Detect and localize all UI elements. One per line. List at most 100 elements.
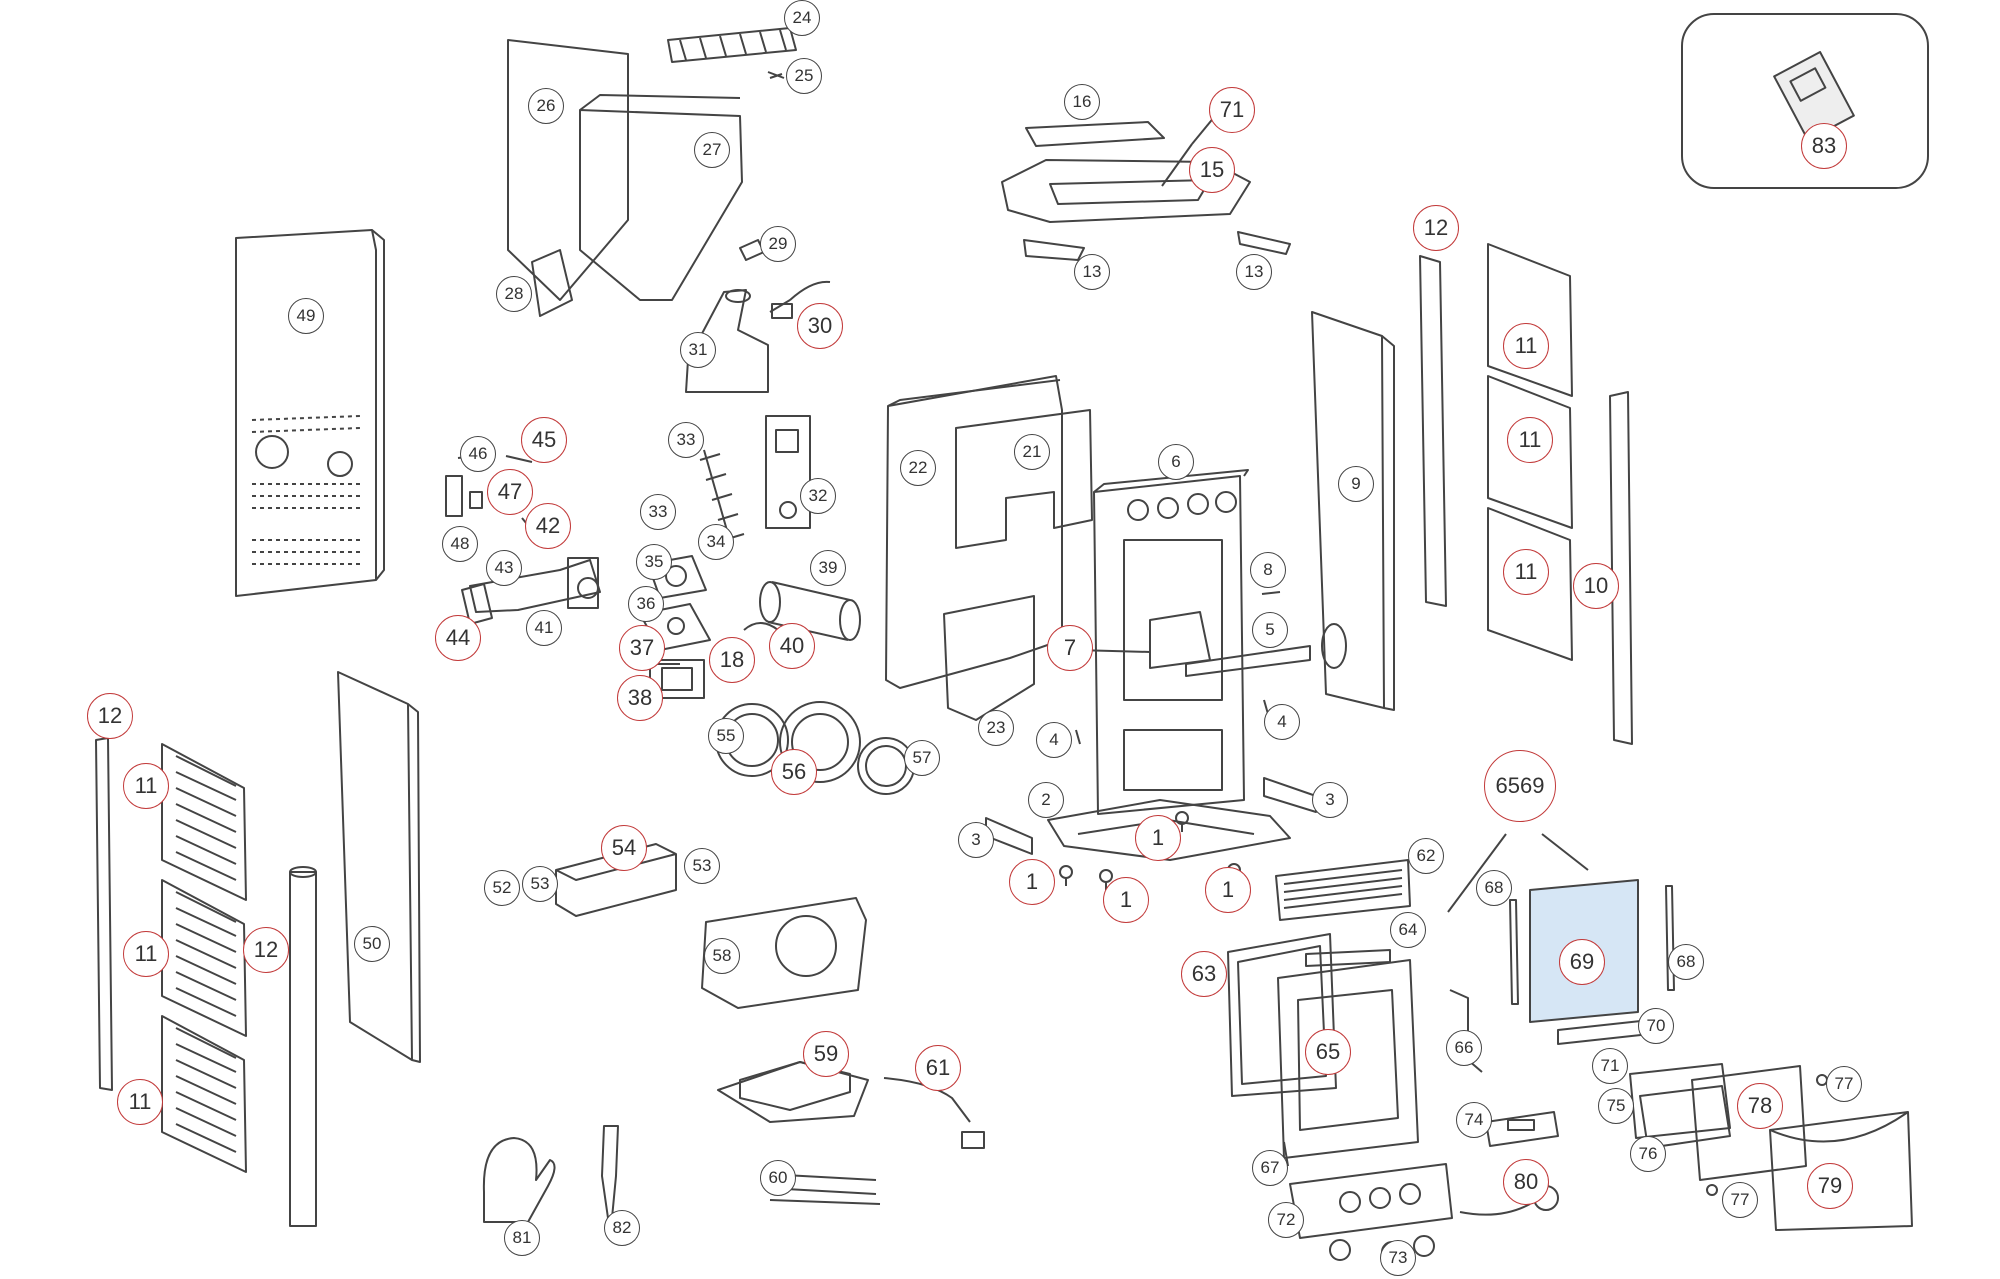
- callout-34: 34: [698, 524, 734, 560]
- part-5: [1185, 645, 1311, 677]
- part-49: [235, 229, 385, 597]
- callout-58: 58: [704, 938, 740, 974]
- callout-12: 12: [1413, 205, 1459, 251]
- callout-73: 73: [1380, 1240, 1416, 1276]
- callout-6: 6: [1158, 444, 1194, 480]
- part-15: [1001, 159, 1251, 223]
- part-12-left-tube: [289, 866, 317, 1227]
- part-12-right: [1419, 255, 1447, 607]
- callout-68: 68: [1476, 870, 1512, 906]
- part-76: [1639, 1085, 1731, 1149]
- part-11-right-c: [1487, 507, 1573, 661]
- callout-29: 29: [760, 226, 796, 262]
- callout-21: 21: [1014, 434, 1050, 470]
- part-68b: [1665, 885, 1675, 991]
- part-63: [1227, 933, 1337, 1097]
- remote-box-frame: [1681, 13, 1929, 189]
- callout-76: 76: [1630, 1136, 1666, 1172]
- callout-62: 62: [1408, 838, 1444, 874]
- part-21: [955, 409, 1093, 549]
- part-11-left-a: [161, 743, 247, 901]
- callout-66: 66: [1446, 1030, 1482, 1066]
- part-40: [743, 622, 779, 631]
- callout-45: 45: [521, 417, 567, 463]
- callout-27: 27: [694, 132, 730, 168]
- callout-13: 13: [1236, 254, 1272, 290]
- callout-61: 61: [915, 1045, 961, 1091]
- callout-67: 67: [1252, 1150, 1288, 1186]
- part-13a: [1023, 239, 1085, 261]
- callout-2: 2: [1028, 782, 1064, 818]
- callout-11: 11: [123, 763, 169, 809]
- part-12-left: [95, 737, 113, 1091]
- part-59: [717, 1061, 869, 1123]
- callout-79: 79: [1807, 1163, 1853, 1209]
- part-26: [507, 39, 629, 301]
- callout-24: 24: [784, 0, 820, 36]
- callout-60: 60: [760, 1160, 796, 1196]
- callout-9: 9: [1338, 466, 1374, 502]
- callout-71: 71: [1592, 1048, 1628, 1084]
- callout-77: 77: [1722, 1182, 1758, 1218]
- part-41: [469, 557, 601, 613]
- callout-8: 8: [1250, 552, 1286, 588]
- callout-44: 44: [435, 615, 481, 661]
- part-28: [531, 249, 573, 317]
- callout-3: 3: [958, 822, 994, 858]
- part-81: [482, 1137, 556, 1223]
- part-13b: [1237, 231, 1291, 255]
- part-9: [1311, 311, 1395, 711]
- part-58: [701, 897, 867, 1009]
- leader-71-b: [1161, 143, 1193, 187]
- callout-41: 41: [526, 610, 562, 646]
- part-23: [943, 595, 1035, 721]
- callout-74: 74: [1456, 1102, 1492, 1138]
- callout-57: 57: [904, 740, 940, 776]
- part-11-left-c: [161, 1015, 247, 1173]
- callout-28: 28: [496, 276, 532, 312]
- callout-1: 1: [1205, 867, 1251, 913]
- callout-11: 11: [1503, 549, 1549, 595]
- callout-22: 22: [900, 450, 936, 486]
- callout-50: 50: [354, 926, 390, 962]
- callout-78: 78: [1737, 1083, 1783, 1129]
- callout-65: 65: [1305, 1029, 1351, 1075]
- part-56: [779, 701, 861, 783]
- callout-77: 77: [1826, 1066, 1862, 1102]
- part-16: [1025, 121, 1165, 147]
- callout-11: 11: [117, 1079, 163, 1125]
- callout-31: 31: [680, 332, 716, 368]
- callout-11: 11: [123, 931, 169, 977]
- callout-48: 48: [442, 526, 478, 562]
- part-11-right-a: [1487, 243, 1573, 397]
- callout-11: 11: [1503, 323, 1549, 369]
- part-35: [647, 555, 707, 599]
- callout-11: 11: [1507, 417, 1553, 463]
- callout-1: 1: [1009, 859, 1055, 905]
- callout-59: 59: [803, 1031, 849, 1077]
- part-11-left-b: [161, 879, 247, 1037]
- part-25: [767, 71, 785, 79]
- part-62: [1275, 859, 1411, 921]
- callout-75: 75: [1598, 1088, 1634, 1124]
- callout-30: 30: [797, 303, 843, 349]
- callout-36: 36: [628, 586, 664, 622]
- callout-42: 42: [525, 503, 571, 549]
- part-68a: [1509, 899, 1519, 1005]
- callout-13: 13: [1074, 254, 1110, 290]
- part-67: [1283, 1141, 1289, 1167]
- part-77b: [1706, 1184, 1718, 1196]
- callout-70: 70: [1638, 1008, 1674, 1044]
- part-72: [1289, 1163, 1453, 1239]
- callout-33: 33: [640, 494, 676, 530]
- callout-55: 55: [708, 718, 744, 754]
- callout-71: 71: [1209, 87, 1255, 133]
- leader-6569-left: [1447, 833, 1507, 913]
- part-82: [601, 1125, 619, 1219]
- callout-23: 23: [978, 710, 1014, 746]
- callout-12: 12: [243, 927, 289, 973]
- part-3a: [1263, 777, 1317, 813]
- callout-4: 4: [1036, 722, 1072, 758]
- callout-10: 10: [1573, 563, 1619, 609]
